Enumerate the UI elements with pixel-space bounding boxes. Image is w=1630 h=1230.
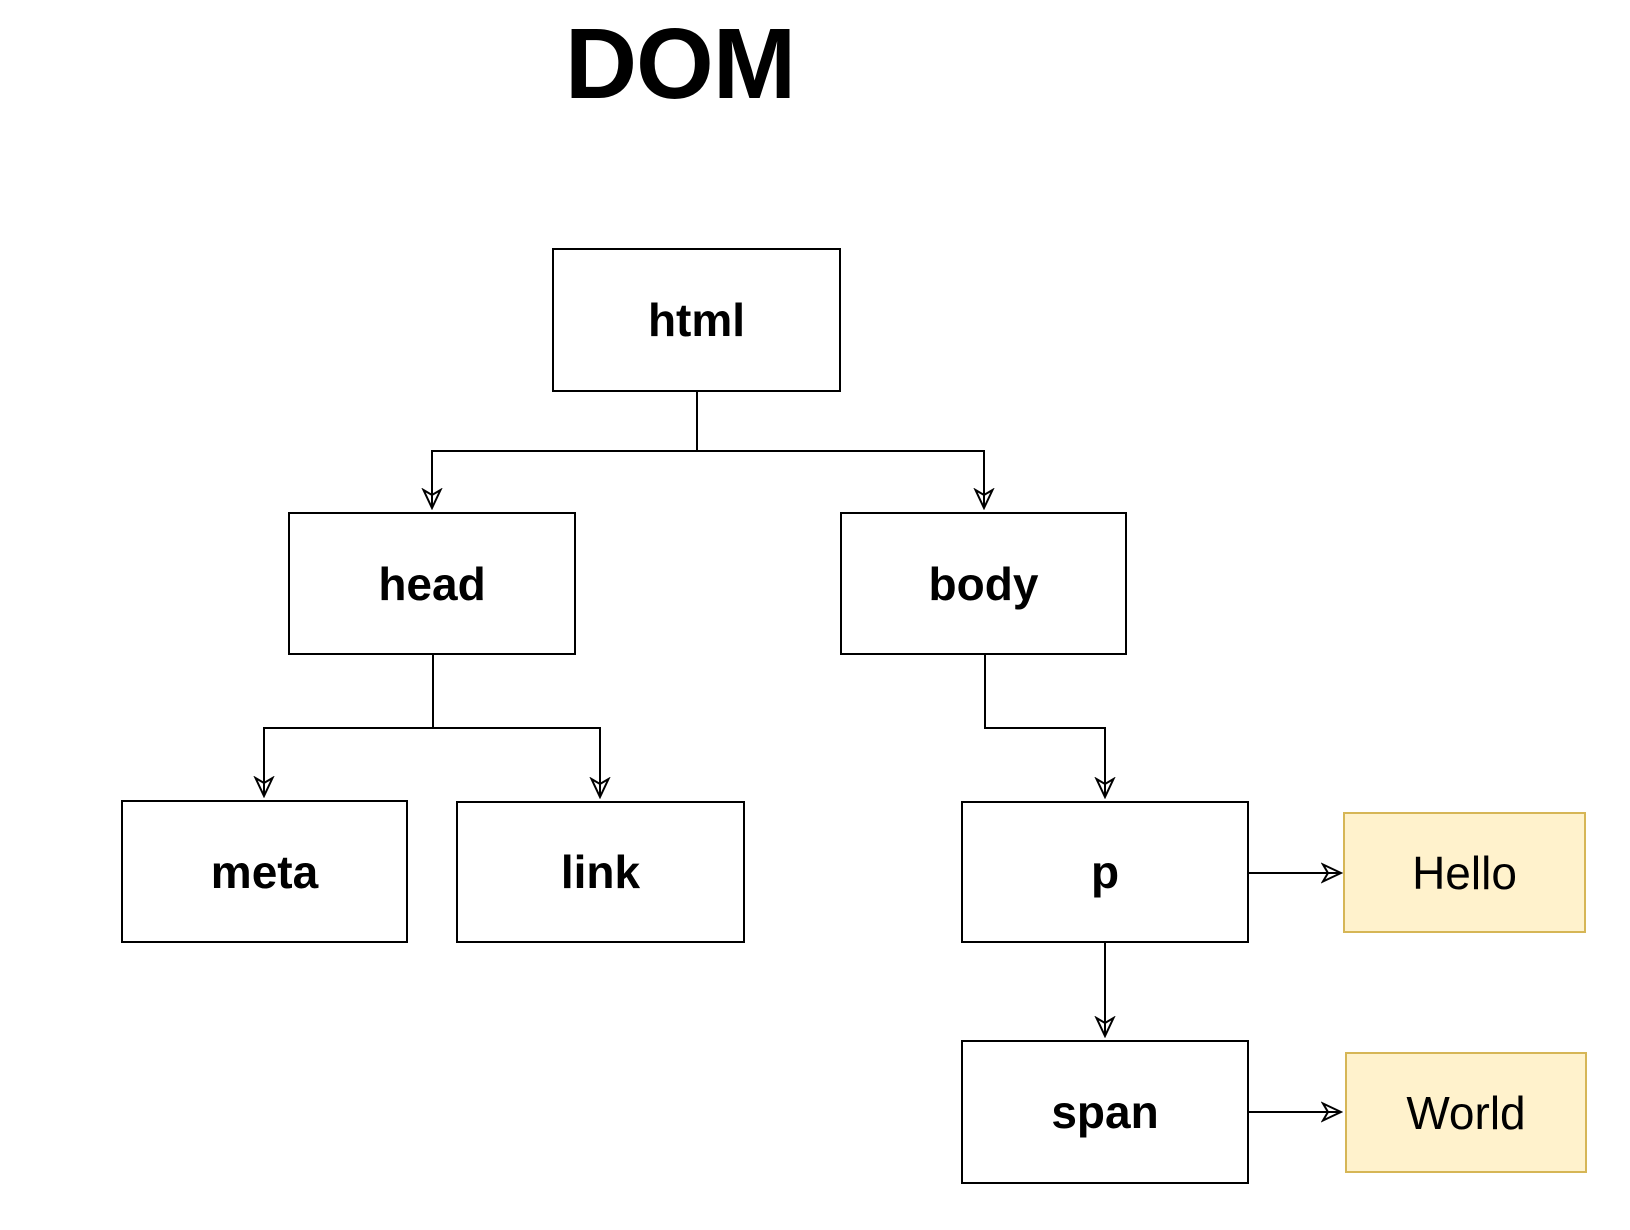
node-p-label: p bbox=[1090, 846, 1120, 898]
node-link-label: link bbox=[560, 846, 641, 898]
edge-head-meta bbox=[264, 655, 434, 796]
edge-body-p bbox=[984, 655, 1105, 797]
node-span-label: span bbox=[1051, 1086, 1159, 1138]
node-span: span bbox=[961, 1040, 1249, 1184]
node-world: World bbox=[1345, 1052, 1587, 1173]
node-meta: meta bbox=[121, 800, 408, 943]
node-hello-label: Hello bbox=[1412, 846, 1517, 899]
node-body: body bbox=[840, 512, 1127, 655]
node-link: link bbox=[456, 801, 745, 943]
node-head: head bbox=[288, 512, 576, 655]
node-body-label: body bbox=[928, 557, 1039, 610]
node-meta-label: meta bbox=[210, 845, 319, 898]
node-p: p bbox=[961, 801, 1249, 943]
node-html-label: html bbox=[647, 294, 746, 346]
node-head-label: head bbox=[378, 557, 486, 610]
node-world-label: World bbox=[1406, 1086, 1526, 1139]
edge-html-body bbox=[696, 392, 984, 508]
node-html: html bbox=[552, 248, 841, 392]
edge-html-head bbox=[432, 392, 698, 508]
node-hello: Hello bbox=[1343, 812, 1586, 933]
diagram-title: DOM bbox=[564, 8, 796, 120]
edge-head-link bbox=[432, 655, 600, 797]
